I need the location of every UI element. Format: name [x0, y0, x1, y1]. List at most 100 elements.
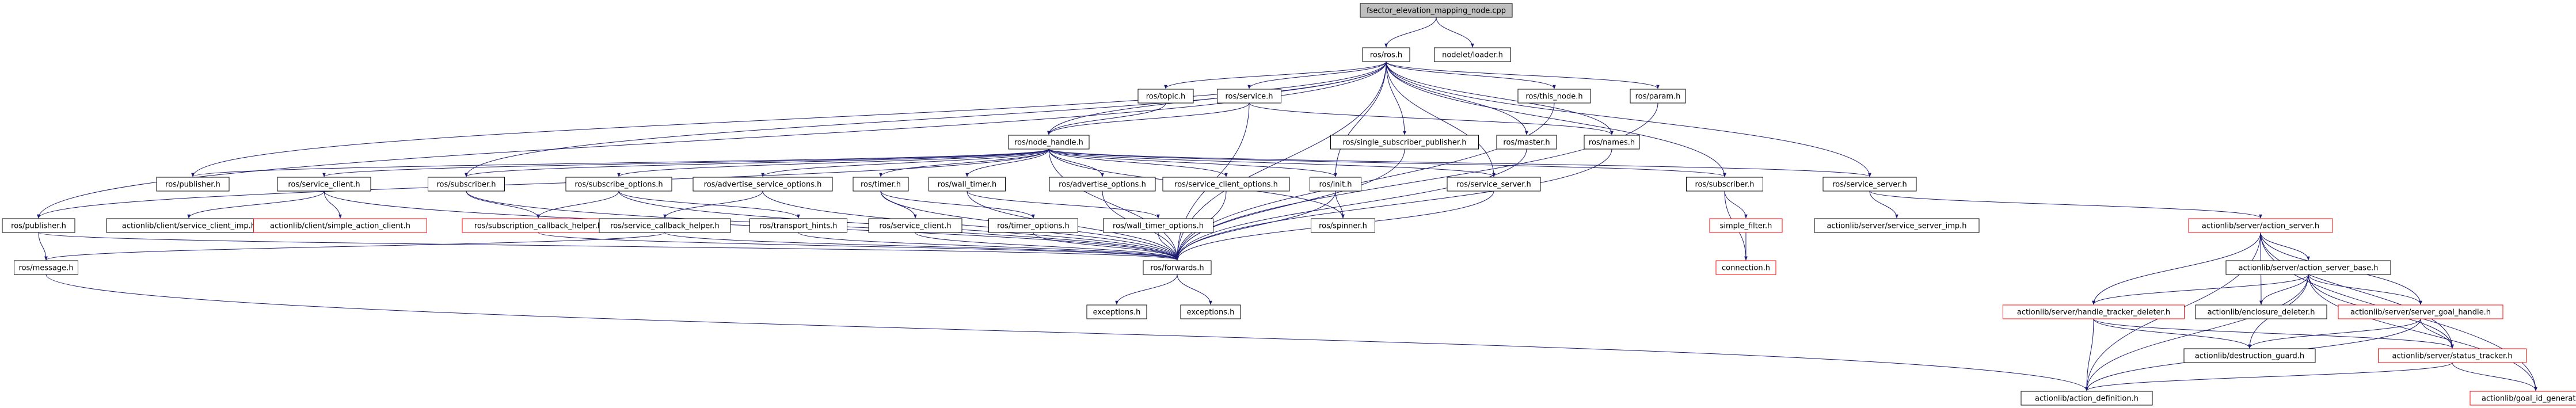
node-ros-service-client[interactable]: ros/service_client.h [277, 177, 371, 192]
node-actionlib-client-service-client-imp[interactable]: actionlib/client/service_client_imp.h [106, 218, 272, 233]
node-actionlib-action-server[interactable]: actionlib/server/action_server.h [2188, 218, 2333, 233]
node-ros-topic[interactable]: ros/topic.h [1137, 89, 1194, 104]
node-box [1008, 135, 1090, 150]
edge-ros-subscriber-b-to-simple-filter [1724, 190, 1748, 219]
node-label: ros/service_client_options.h [1174, 181, 1278, 189]
node-ros-forwards[interactable]: ros/forwards.h [1143, 260, 1212, 275]
node-label: ros/ros.h [1370, 51, 1402, 60]
node-actionlib-handle-tracker-deleter[interactable]: actionlib/server/handle_tracker_deleter.… [2003, 304, 2185, 319]
node-actionlib-status-tracker[interactable]: actionlib/server/status_tracker.h [2378, 348, 2526, 363]
node-ros-ros[interactable]: ros/ros.h [1362, 47, 1410, 62]
node-box [929, 177, 1006, 192]
node-ros-wall-timer[interactable]: ros/wall_timer.h [929, 177, 1006, 192]
node-ros-timer[interactable]: ros/timer.h [853, 177, 909, 192]
edge-ros-advertise-service-options-to-ros-forwards [762, 190, 1179, 261]
edge-ros-ros-to-ros-single-sub [1386, 61, 1406, 135]
node-ros-service-client-options[interactable]: ros/service_client_options.h [1162, 177, 1290, 192]
node-ros-single-sub[interactable]: ros/single_subscriber_publisher.h [1330, 135, 1479, 150]
node-actionlib-client-simple-action-client[interactable]: actionlib/client/simple_action_client.h [253, 218, 427, 233]
edge-ros-timer-to-ros-timer-options [880, 190, 1035, 219]
edge-ros-forwards-to-exceptions-a [1115, 274, 1178, 305]
node-actionlib-enclosure-deleter[interactable]: actionlib/enclosure_deleter.h [2195, 304, 2327, 319]
node-ros-subscribe-options[interactable]: ros/subscribe_options.h [565, 177, 672, 192]
node-box [1180, 304, 1241, 319]
edge-ros-node-handle-to-ros-service-server-b [1048, 148, 1871, 177]
node-ros-service[interactable]: ros/service.h [1217, 89, 1281, 104]
node-box [156, 177, 230, 192]
node-box [1217, 89, 1281, 104]
node-label: ros/subscriber.h [436, 181, 496, 189]
node-root[interactable]: fsector_elevation_mapping_node.cpp [1360, 3, 1513, 18]
node-actionlib-service-server-imp[interactable]: actionlib/server/service_server_imp.h [1814, 218, 1980, 233]
node-ros-transport-hints[interactable]: ros/transport_hints.h [749, 218, 847, 233]
node-nodelet-loader[interactable]: nodelet/loader.h [1434, 47, 1511, 62]
node-box [2003, 304, 2185, 319]
node-ros-this-node[interactable]: ros/this_node.h [1517, 89, 1591, 104]
node-actionlib-action-definition[interactable]: actionlib/action_definition.h [2021, 391, 2153, 406]
node-ros-service-client-b[interactable]: ros/service_client.h [868, 218, 962, 233]
node-simple-filter[interactable]: simple_filter.h [1709, 218, 1783, 233]
node-actionlib-destruction-guard[interactable]: actionlib/destruction_guard.h [2183, 348, 2316, 363]
node-ros-subscription-callback-helper[interactable]: ros/subscription_callback_helper.h [462, 218, 615, 233]
node-label: actionlib/client/service_client_imp.h [122, 222, 256, 231]
node-box [1362, 47, 1410, 62]
node-label: actionlib/server/status_tracker.h [2392, 352, 2513, 361]
node-ros-names[interactable]: ros/names.h [1584, 135, 1640, 150]
edge-ros-service-server-b-to-actionlib-action-server [1869, 190, 2262, 219]
node-exceptions-b[interactable]: exceptions.h [1180, 304, 1241, 319]
edge-ros-single-sub-to-ros-forwards [1175, 148, 1405, 261]
node-ros-timer-options[interactable]: ros/timer_options.h [988, 218, 1078, 233]
edge-ros-wall-timer-to-ros-wall-timer-options [967, 190, 1160, 219]
node-ros-init[interactable]: ros/init.h [1310, 177, 1361, 192]
edge-ros-ros-to-ros-subscriber-a [465, 61, 1387, 177]
node-actionlib-server-goal-handle[interactable]: actionlib/server/server_goal_handle.h [2338, 304, 2503, 319]
node-ros-advertise-service-options[interactable]: ros/advertise_service_options.h [692, 177, 833, 192]
node-label: ros/names.h [1589, 139, 1635, 147]
node-label: ros/forwards.h [1150, 264, 1204, 273]
edge-actionlib-status-tracker-to-actionlib-goal-id-generator [2452, 362, 2537, 391]
node-ros-subscriber-a[interactable]: ros/subscriber.h [428, 177, 505, 192]
node-box [1162, 177, 1290, 192]
node-ros-publisher-left[interactable]: ros/publisher.h [2, 218, 75, 233]
node-box [106, 218, 272, 233]
node-label: ros/publisher.h [165, 181, 220, 189]
node-connection[interactable]: connection.h [1715, 260, 1776, 275]
node-label: ros/spinner.h [1319, 222, 1367, 231]
node-label: nodelet/loader.h [1442, 51, 1503, 60]
edge-ros-subscriber-a-to-ros-subscription-callback-helper [466, 190, 540, 219]
node-box [1330, 135, 1479, 150]
node-ros-service-callback-helper[interactable]: ros/service_callback_helper.h [599, 218, 731, 233]
node-ros-service-server-b[interactable]: ros/service_server.h [1822, 177, 1917, 192]
node-ros-wall-timer-options[interactable]: ros/wall_timer_options.h [1103, 218, 1213, 233]
node-box [692, 177, 833, 192]
node-label: ros/topic.h [1146, 93, 1186, 101]
node-actionlib-action-server-base[interactable]: actionlib/server/action_server_base.h [2225, 260, 2391, 275]
node-box [1049, 177, 1156, 192]
node-box [1311, 218, 1375, 233]
node-ros-subscriber-b[interactable]: ros/subscriber.h [1686, 177, 1763, 192]
node-label: actionlib/goal_id_generator.h [2482, 395, 2576, 403]
node-ros-node-handle[interactable]: ros/node_handle.h [1008, 135, 1090, 150]
node-ros-service-server[interactable]: ros/service_server.h [1447, 177, 1541, 192]
node-box [2225, 260, 2391, 275]
node-box [1137, 89, 1194, 104]
node-ros-spinner[interactable]: ros/spinner.h [1311, 218, 1375, 233]
node-ros-master[interactable]: ros/master.h [1496, 135, 1557, 150]
node-ros-publisher-top[interactable]: ros/publisher.h [156, 177, 230, 192]
node-box [277, 177, 371, 192]
node-box [565, 177, 672, 192]
edge-ros-service-callback-helper-to-ros-message [44, 232, 665, 261]
node-ros-message[interactable]: ros/message.h [14, 260, 78, 275]
node-label: connection.h [1722, 264, 1770, 273]
node-exceptions-a[interactable]: exceptions.h [1086, 304, 1147, 319]
node-ros-param[interactable]: ros/param.h [1630, 89, 1686, 104]
node-actionlib-goal-id-generator[interactable]: actionlib/goal_id_generator.h [2470, 391, 2576, 406]
node-label: ros/advertise_service_options.h [704, 181, 822, 189]
edge-ros-subscribe-options-to-ros-transport-hints [618, 190, 800, 219]
node-label: exceptions.h [1187, 308, 1235, 317]
edge-actionlib-action-server-base-to-actionlib-enclosure-deleter [2259, 274, 2309, 305]
node-box [1630, 89, 1686, 104]
node-label: ros/subscribe_options.h [574, 181, 663, 189]
edge-ros-node-handle-to-ros-service-server [1048, 148, 1496, 177]
node-ros-advertise-options[interactable]: ros/advertise_options.h [1049, 177, 1156, 192]
